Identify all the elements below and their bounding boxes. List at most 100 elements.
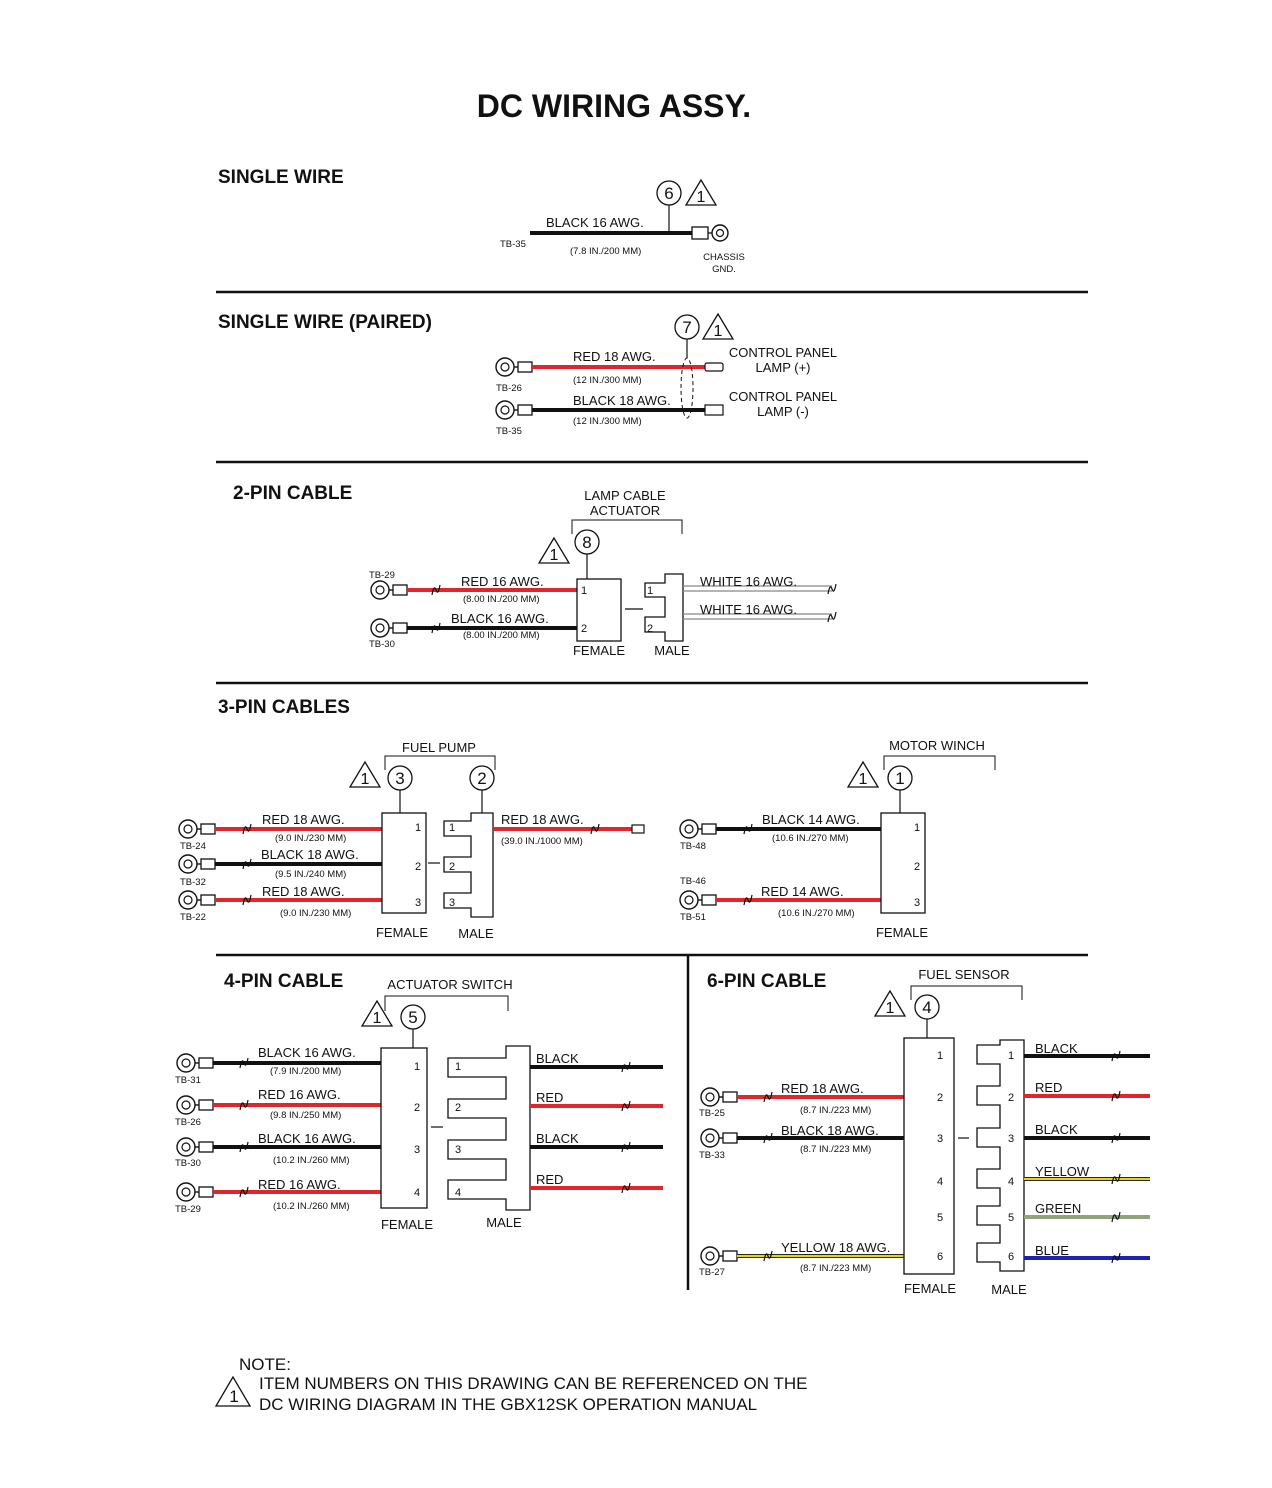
male-label: MALE (654, 643, 690, 658)
terminal-label: TB-51 (680, 912, 706, 923)
wire-length: (7.9 IN./200 MM) (270, 1066, 341, 1077)
pin-number: 1 (1008, 1050, 1014, 1062)
pin-number: 1 (415, 822, 421, 834)
wire-label: RED 18 AWG. (262, 884, 345, 899)
output-wire-label: RED (536, 1172, 563, 1187)
output-wire-label: BLACK (536, 1131, 579, 1146)
paired-wire-assembly: 7 1 RED 18 AWG. (12 IN./300 MM) TB-26 CO… (495, 312, 837, 437)
item-number: 5 (408, 1008, 417, 1027)
output-wire-label: RED (1035, 1080, 1062, 1095)
section-title-2-pin: 2-PIN CABLE (233, 483, 352, 504)
terminal-label: TB-31 (175, 1075, 201, 1086)
wire-label: RED 16 AWG. (461, 574, 544, 589)
wire-label: RED 18 AWG. (781, 1081, 864, 1096)
pin-number: 3 (937, 1133, 943, 1145)
male-label: MALE (991, 1282, 1027, 1297)
wire-length: (9.5 IN./240 MM) (275, 869, 346, 880)
pin-number: 2 (647, 623, 653, 635)
pin-number: 3 (1008, 1133, 1014, 1145)
wire-length: (9.0 IN./230 MM) (275, 833, 346, 844)
pin-number: 3 (914, 897, 920, 909)
pin-number: 4 (455, 1187, 461, 1199)
revision-number: 1 (361, 771, 370, 788)
pin-number: 1 (455, 1061, 461, 1073)
item-number: 3 (395, 769, 404, 788)
pin-number: 3 (414, 1144, 420, 1156)
wire-length: (12 IN./300 MM) (573, 416, 642, 427)
output-wire-label: BLACK (1035, 1041, 1078, 1056)
revision-triangle (360, 999, 394, 1027)
revision-triangle (701, 312, 735, 340)
female-label: FEMALE (376, 925, 428, 940)
item-number: 2 (477, 769, 486, 788)
two-pin-assembly: LAMP CABLE ACTUATOR 1 8 TB-29 RED 16 AWG… (369, 488, 837, 658)
output-wire-label: BLACK (1035, 1122, 1078, 1137)
terminal-label: TB-25 (699, 1108, 725, 1119)
pin-number: 4 (414, 1187, 420, 1199)
note-line: ITEM NUMBERS ON THIS DRAWING CAN BE REFE… (259, 1374, 807, 1393)
revision-triangle (684, 178, 718, 206)
revision-number: 1 (697, 189, 706, 206)
output-wire-label: BLUE (1035, 1243, 1069, 1258)
section-title-4-pin: 4-PIN CABLE (224, 971, 343, 992)
group-label: FUEL PUMP (402, 740, 476, 755)
wire-label: BLACK 16 AWG. (258, 1045, 356, 1060)
pin-number: 1 (937, 1050, 943, 1062)
item-number: 1 (895, 769, 904, 788)
terminal-label: TB-30 (369, 639, 395, 650)
chassis-label: CHASSIS (703, 252, 745, 263)
group-label: ACTUATOR SWITCH (387, 977, 512, 992)
terminal-label: TB-35 (496, 426, 522, 437)
item-balloon-6 (656, 180, 682, 206)
wire-length: (10.2 IN./260 MM) (273, 1155, 350, 1166)
pin-number: 3 (415, 897, 421, 909)
female-label: FEMALE (573, 643, 625, 658)
pin-number: 3 (449, 897, 455, 909)
female-label: FEMALE (876, 925, 928, 940)
fuel-pump-assembly: FUEL PUMP 1 3 2 TB-24 TB-32 TB-22 RED 18… (178, 740, 645, 941)
section-title-6-pin: 6-PIN CABLE (707, 971, 826, 992)
pin-number: 1 (647, 585, 653, 597)
pin-number: 2 (937, 1092, 943, 1104)
destination-label: CONTROL PANEL (729, 345, 837, 360)
wire-label: RED 18 AWG. (262, 812, 345, 827)
terminal-label: TB-30 (175, 1158, 201, 1169)
group-label: LAMP CABLE (584, 488, 666, 503)
item-number: 4 (922, 998, 931, 1017)
wire-length: (9.8 IN./250 MM) (270, 1110, 341, 1121)
four-pin-assembly: ACTUATOR SWITCH 1 5 TB-31 TB- (175, 977, 663, 1232)
revision-triangle (873, 989, 907, 1017)
terminal-label: TB-46 (680, 876, 706, 887)
pin-number: 1 (581, 585, 587, 597)
note-line: DC WIRING DIAGRAM IN THE GBX12SK OPERATI… (259, 1395, 757, 1414)
section-title-3-pin: 3-PIN CABLES (218, 697, 350, 718)
wire-length: (8.00 IN./200 MM) (463, 630, 540, 641)
pin-number: 2 (581, 623, 587, 635)
destination-label: LAMP (+) (755, 360, 810, 375)
item-balloon-7 (674, 314, 700, 340)
note-block: NOTE: 1 ITEM NUMBERS ON THIS DRAWING CAN… (214, 1355, 807, 1414)
wire-label: BLACK 16 AWG. (451, 611, 549, 626)
wire-label: BLACK 16 AWG. (546, 215, 644, 230)
wire-label: RED 18 AWG. (573, 349, 656, 364)
pin-number: 2 (449, 861, 455, 873)
destination-label: CONTROL PANEL (729, 389, 837, 404)
wire-label: BLACK 16 AWG. (258, 1131, 356, 1146)
terminal-label: TB-27 (699, 1267, 725, 1278)
note-heading: NOTE: (239, 1355, 291, 1374)
pin-number: 5 (1008, 1212, 1014, 1224)
revision-number: 1 (886, 1000, 895, 1017)
revision-number: 1 (859, 771, 868, 788)
wire-label: BLACK 18 AWG. (573, 393, 671, 408)
wire-length: (7.8 IN./200 MM) (570, 246, 641, 257)
female-label: FEMALE (381, 1217, 433, 1232)
wire-length: (10.2 IN./260 MM) (273, 1201, 350, 1212)
output-wire-label: YELLOW (1035, 1164, 1090, 1179)
pin-number: 2 (1008, 1092, 1014, 1104)
wire-length: (12 IN./300 MM) (573, 375, 642, 386)
pin-number: 2 (914, 861, 920, 873)
destination-label: LAMP (-) (757, 404, 809, 419)
group-label: MOTOR WINCH (889, 738, 985, 753)
terminal-label: TB-26 (496, 383, 522, 394)
wire-label: BLACK 14 AWG. (762, 812, 860, 827)
